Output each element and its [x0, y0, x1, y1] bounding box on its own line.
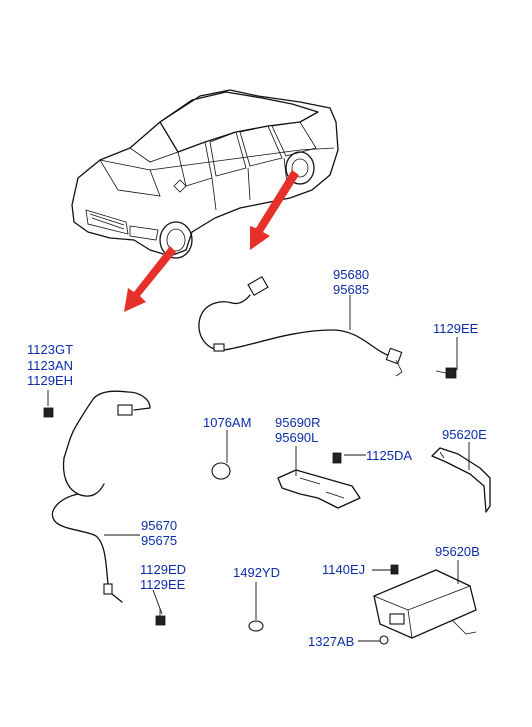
label-bolt-module: 1140EJ: [322, 562, 365, 577]
label-nut-module: 1327AB: [308, 634, 354, 649]
control-module: [373, 564, 477, 645]
label-bolt-front-2: 1129EE: [140, 577, 186, 592]
label-bracket-2: 95690L: [275, 430, 318, 445]
label-plug: 1076AM: [203, 415, 251, 430]
label-bolt-set-2: 1123AN: [27, 358, 73, 373]
label-bolt-set-1: 1123GT: [27, 342, 73, 357]
label-sensor-front-1: 95670: [141, 518, 177, 533]
label-bracket-module: 95620E: [442, 427, 487, 442]
label-grommet: 1492YD: [233, 565, 280, 580]
label-bolt-rear: 1129EE: [433, 321, 479, 336]
label-bracket-1: 95690R: [275, 415, 321, 430]
label-bolt-front-1: 1129ED: [140, 562, 186, 577]
rear-wheel-arrow: [250, 170, 299, 250]
front-wheel-arrow: [124, 246, 176, 312]
front-wheel-sensor: [51, 390, 151, 603]
label-module: 95620B: [435, 544, 480, 559]
label-bolt-set-3: 1129EH: [27, 373, 73, 388]
sensor-bracket: [277, 452, 361, 509]
grommet: [248, 620, 264, 632]
rear-wheel-sensor: [198, 276, 403, 377]
pointer-arrows: [124, 170, 299, 312]
rear-bolt: [435, 367, 457, 379]
label-bolt-bracket: 1125DA: [366, 448, 412, 463]
leader-lines: [47, 295, 470, 642]
part-labels: 95680 95685 1129EE 1123GT 1123AN 1129EH …: [27, 267, 487, 649]
front-bolts: [43, 407, 166, 626]
plug: [211, 462, 231, 480]
label-sensor-rear-1: 95680: [333, 267, 369, 282]
module-bracket: [431, 447, 491, 513]
car-illustration: [71, 89, 339, 259]
label-sensor-front-2: 95675: [141, 533, 177, 548]
label-sensor-rear-2: 95685: [333, 282, 369, 297]
